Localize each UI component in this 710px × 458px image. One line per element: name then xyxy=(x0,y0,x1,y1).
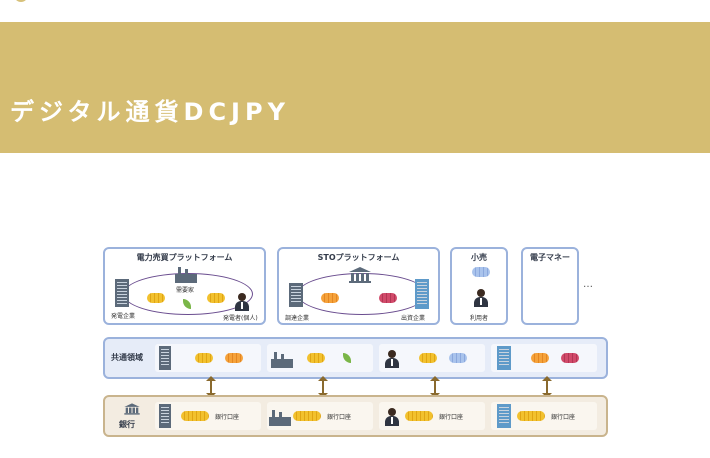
platform-power-trading: 電力売買プラットフォーム 発電企業 需要家 発電者(個人) xyxy=(103,247,266,325)
bank-cell: 銀行口座 xyxy=(491,402,597,430)
building-icon xyxy=(159,404,171,428)
platform-emoney: 電子マネー xyxy=(521,247,579,325)
top-left-decoration xyxy=(14,0,28,2)
building-icon xyxy=(159,346,171,370)
coin-icon xyxy=(405,411,433,421)
person-icon xyxy=(235,293,249,311)
platform-retail: 小売 利用者 xyxy=(450,247,508,325)
building-icon xyxy=(497,404,511,428)
coin-icon xyxy=(531,353,549,363)
coin-icon xyxy=(379,293,397,303)
bank-icon xyxy=(124,403,140,415)
building-icon xyxy=(497,346,511,370)
participant-label: 調達企業 xyxy=(285,315,310,322)
bank-layer: 銀行 銀行口座 銀行口座 銀行口座 銀行口座 xyxy=(103,395,608,437)
coin-icon xyxy=(419,353,437,363)
building-icon xyxy=(289,283,303,307)
participant-label: 発電者(個人) xyxy=(223,315,258,322)
bank-cell: 銀行口座 xyxy=(155,402,261,430)
account-label: 銀行口座 xyxy=(215,414,240,421)
participant-label: 需要家 xyxy=(176,287,195,294)
person-icon xyxy=(385,408,399,426)
common-cell xyxy=(267,344,373,372)
participant-label: 利用者 xyxy=(470,315,489,322)
factory-icon xyxy=(269,410,291,426)
common-cell xyxy=(155,344,261,372)
coin-icon xyxy=(225,353,243,363)
platform-sto: STOプラットフォーム 調達企業 出資企業 xyxy=(277,247,440,325)
building-icon xyxy=(415,279,429,309)
platform-title: 小売 xyxy=(471,253,487,262)
coin-icon xyxy=(321,293,339,303)
factory-icon xyxy=(271,352,293,368)
coin-icon xyxy=(517,411,545,421)
common-cell xyxy=(379,344,485,372)
coin-icon xyxy=(181,411,209,421)
coin-icon xyxy=(293,411,321,421)
title-banner: デジタル通貨DCJPY xyxy=(0,22,710,153)
participant-label: 出資企業 xyxy=(401,315,426,322)
factory-icon xyxy=(175,267,197,283)
bank-cell: 銀行口座 xyxy=(379,402,485,430)
common-cell xyxy=(491,344,597,372)
participant-label: 発電企業 xyxy=(111,313,136,320)
platform-title: 電子マネー xyxy=(530,253,570,262)
common-domain-layer: 共通領域 xyxy=(103,337,608,379)
coin-icon xyxy=(561,353,579,363)
dcjpy-architecture-diagram: 電力売買プラットフォーム 発電企業 需要家 発電者(個人) STOプラットフォー… xyxy=(103,243,608,443)
layer-label: 銀行 xyxy=(119,420,135,429)
more-ellipsis: … xyxy=(583,279,595,290)
coin-icon xyxy=(472,267,490,277)
layer-label: 共通領域 xyxy=(111,353,143,362)
leaf-icon xyxy=(343,353,351,363)
coin-icon xyxy=(307,353,325,363)
account-label: 銀行口座 xyxy=(439,414,464,421)
person-icon xyxy=(474,289,488,307)
platform-title: 電力売買プラットフォーム xyxy=(136,253,233,262)
bank-icon xyxy=(349,267,371,283)
bank-cell: 銀行口座 xyxy=(267,402,373,430)
leaf-icon xyxy=(183,299,191,309)
account-label: 銀行口座 xyxy=(551,414,576,421)
coin-icon xyxy=(449,353,467,363)
coin-icon xyxy=(207,293,225,303)
platform-title: STOプラットフォーム xyxy=(317,253,400,262)
person-icon xyxy=(385,350,399,368)
account-label: 銀行口座 xyxy=(327,414,352,421)
coin-icon xyxy=(147,293,165,303)
building-icon xyxy=(115,279,129,307)
top-right-decoration xyxy=(480,0,640,2)
top-strip xyxy=(0,0,710,22)
coin-icon xyxy=(195,353,213,363)
page-title: デジタル通貨DCJPY xyxy=(10,98,290,126)
